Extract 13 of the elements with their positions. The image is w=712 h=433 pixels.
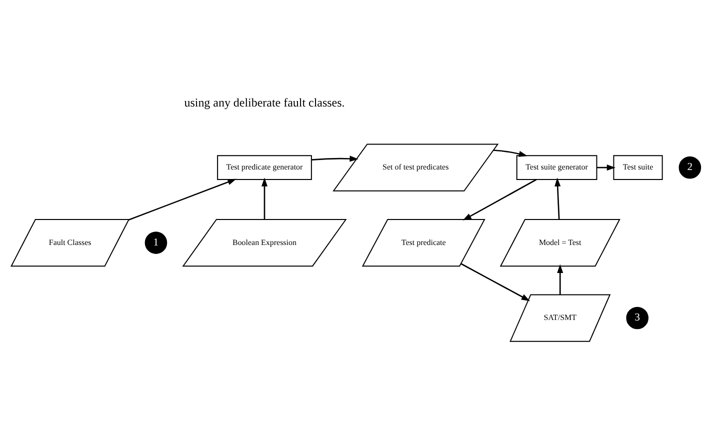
arrow xyxy=(462,179,537,220)
node-circle: 2 xyxy=(678,156,702,179)
node-circle: 3 xyxy=(626,306,648,330)
node-circle: 1 xyxy=(144,232,168,254)
arrow xyxy=(493,150,528,157)
arrow xyxy=(596,164,616,171)
arrow xyxy=(261,178,268,220)
arrow xyxy=(557,264,564,295)
arrow xyxy=(312,156,358,162)
arrow xyxy=(128,178,236,220)
arrow xyxy=(460,263,530,302)
label: using any deliberate fault classes. xyxy=(184,96,345,110)
arrow xyxy=(554,178,561,220)
